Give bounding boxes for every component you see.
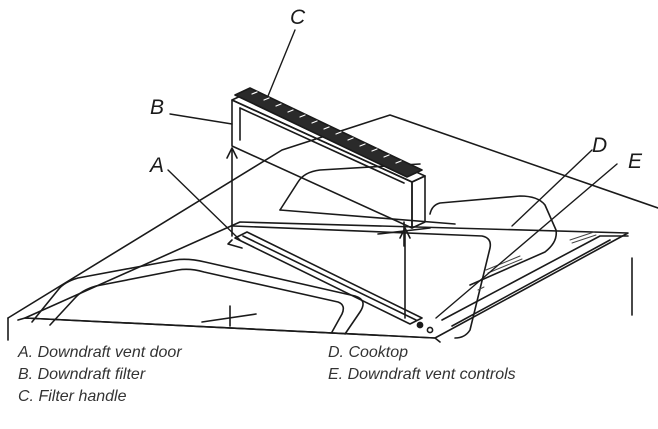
callout-a: A (148, 154, 164, 177)
leader-line-b (169, 113, 233, 125)
filter-handle (234, 87, 423, 178)
callout-c: C (290, 6, 306, 29)
leader-lines (167, 29, 618, 319)
leader-line-e (435, 163, 618, 319)
leader-line-d (511, 149, 593, 227)
callout-d: D (592, 134, 607, 157)
leader-line-c (267, 29, 296, 97)
downdraft-vent-door (227, 231, 423, 325)
legend-left-column: A. Downdraft vent door B. Downdraft filt… (18, 342, 182, 408)
legend-item-d: D. Cooktop (328, 344, 409, 361)
legend-item-c: C. Filter handle (18, 388, 127, 405)
legend-right-column: D. Cooktop E. Downdraft vent controls (328, 342, 516, 386)
legend-item-e: E. Downdraft vent controls (328, 366, 516, 383)
callout-b: B (150, 96, 164, 119)
downdraft-vent-controls (416, 231, 597, 334)
legend-item-a: A. Downdraft vent door (18, 344, 182, 361)
leader-line-a (167, 169, 241, 241)
countertop (7, 114, 658, 341)
callout-e: E (628, 150, 643, 173)
legend-item-b: B. Downdraft filter (18, 366, 146, 383)
cooktop (17, 163, 629, 343)
insertion-arrows (226, 147, 411, 319)
